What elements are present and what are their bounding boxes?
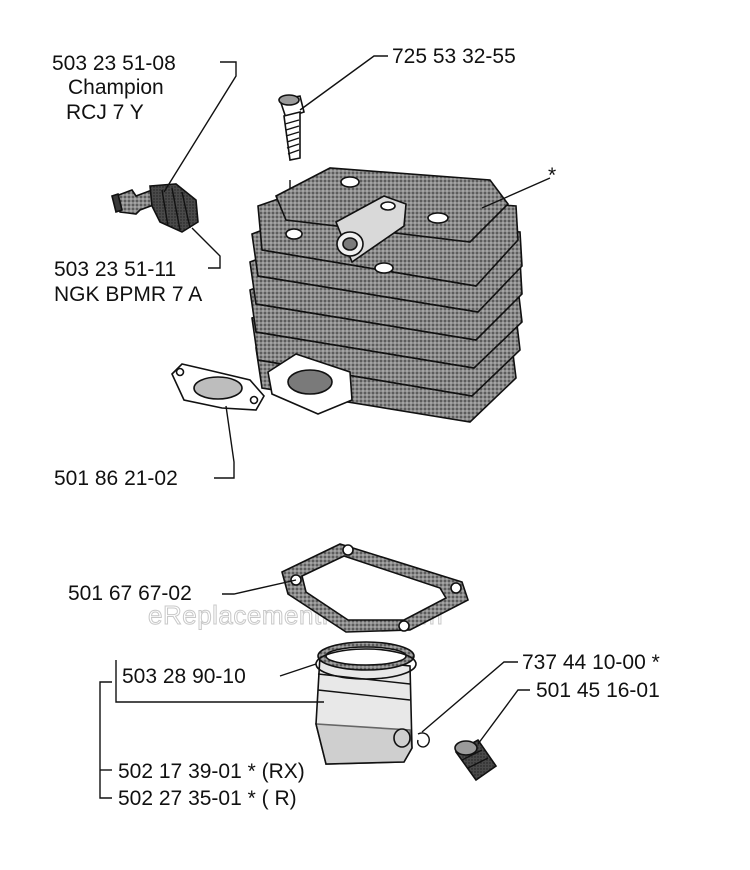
- exhaust-port-icon: [267, 353, 353, 415]
- label-cylinder-note: *: [548, 164, 556, 187]
- cylinder-gasket-icon: [281, 543, 469, 633]
- label-needle-bearing-pn: 501 45 16-01: [536, 679, 660, 702]
- spark-plug-icon: [111, 183, 199, 233]
- label-spark-plug-champion-brand: Champion: [68, 76, 164, 99]
- label-muffler-gasket-pn: 501 86 21-02: [54, 467, 178, 490]
- cylinder-icon: [249, 167, 523, 423]
- piston-icon: [314, 641, 415, 765]
- label-cylinder-gasket-pn: 501 67 67-02: [68, 582, 192, 605]
- label-piston-ring-pn: 503 28 90-10: [122, 665, 246, 688]
- label-piston-rx-pn: 502 17 39-01 * (RX): [118, 760, 305, 783]
- muffler-gasket-icon: [171, 363, 265, 411]
- needle-bearing-icon: [454, 738, 498, 782]
- label-piston-r-pn: 502 27 35-01 * ( R): [118, 787, 297, 810]
- label-screw-pn: 725 53 32-55: [392, 45, 516, 68]
- label-spark-plug-ngk-pn: 503 23 51-11: [54, 258, 176, 281]
- label-spark-plug-ngk-model: NGK BPMR 7 A: [54, 283, 202, 306]
- label-circlip-pn: 737 44 10-00 *: [522, 651, 660, 674]
- label-spark-plug-champion-pn: 503 23 51-08: [52, 52, 176, 75]
- label-spark-plug-champion-model: RCJ 7 Y: [66, 101, 144, 124]
- screw-icon: [278, 94, 305, 161]
- leader-lines: [99, 55, 551, 799]
- circlip-icon: [416, 732, 430, 748]
